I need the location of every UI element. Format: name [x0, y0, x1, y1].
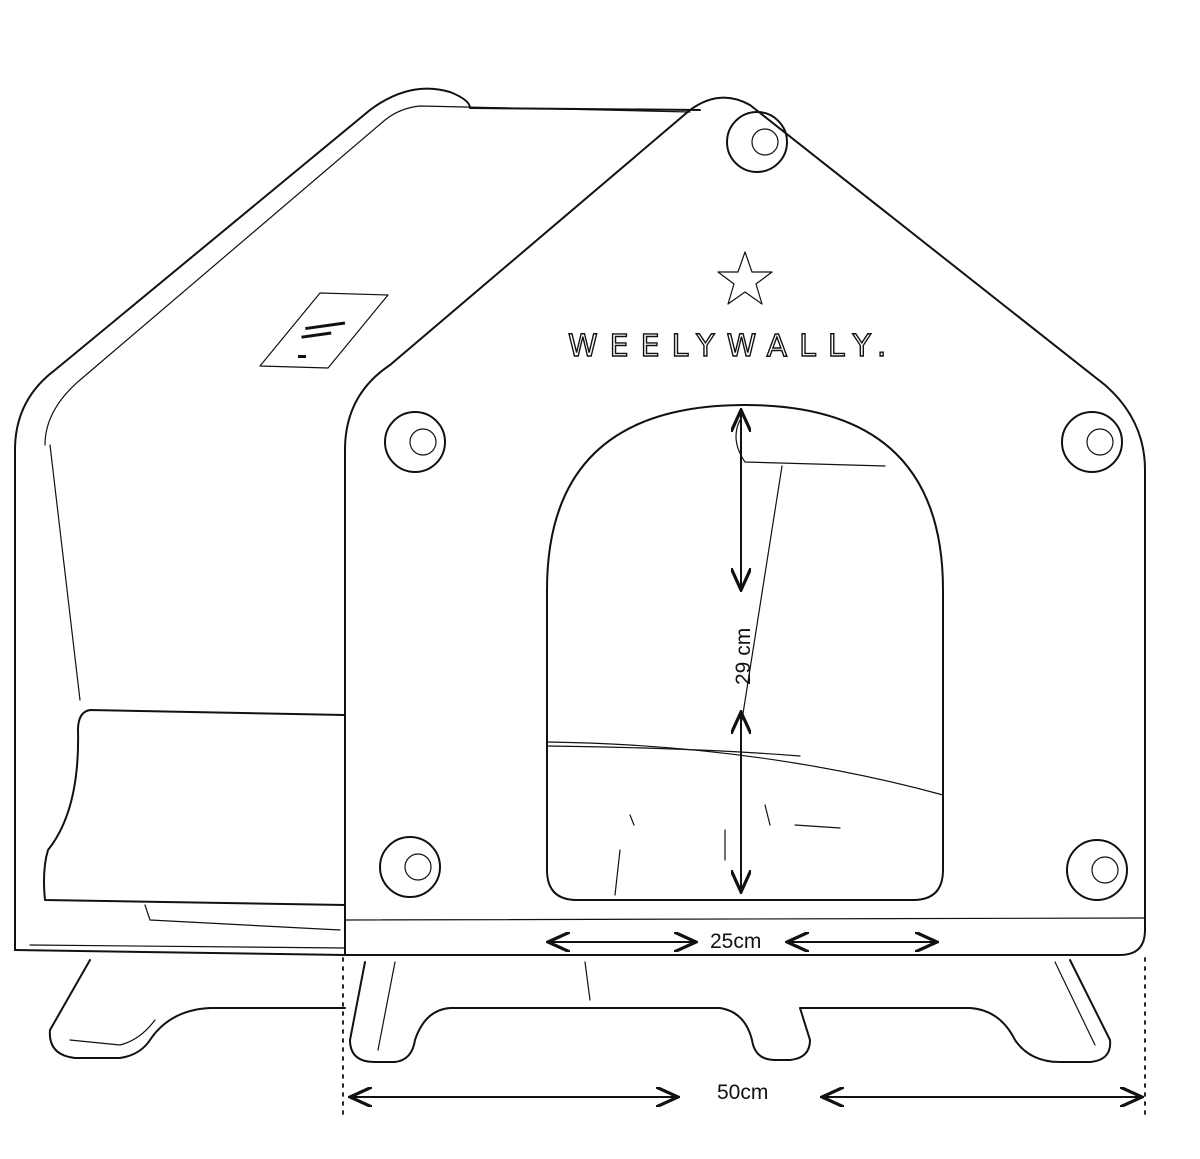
house-back-body — [14, 87, 701, 956]
cushion — [43, 709, 346, 931]
house-front-panel — [344, 96, 1146, 956]
brand-logo: WEELYWALLY. — [567, 251, 898, 365]
bolt-icon — [379, 836, 441, 898]
dimension-door-height: 29 cm — [732, 410, 755, 892]
bolt-icon — [1061, 411, 1123, 473]
bolt-icon — [384, 411, 446, 473]
dimension-door-width: 25cm — [548, 930, 937, 953]
bolts — [379, 111, 1128, 901]
door-width-label: 25cm — [710, 930, 761, 953]
total-width-label: 50cm — [717, 1081, 768, 1104]
dimension-total-width: 50cm — [342, 957, 1146, 1121]
bolt-icon — [1066, 839, 1128, 901]
product-label-sticker — [259, 292, 389, 369]
house-legs — [48, 959, 1112, 1063]
bolt-icon — [726, 111, 788, 173]
star-icon — [717, 251, 773, 305]
door-height-label: 29 cm — [732, 628, 755, 685]
svg-text:WEELYWALLY.: WEELYWALLY. — [568, 329, 898, 364]
